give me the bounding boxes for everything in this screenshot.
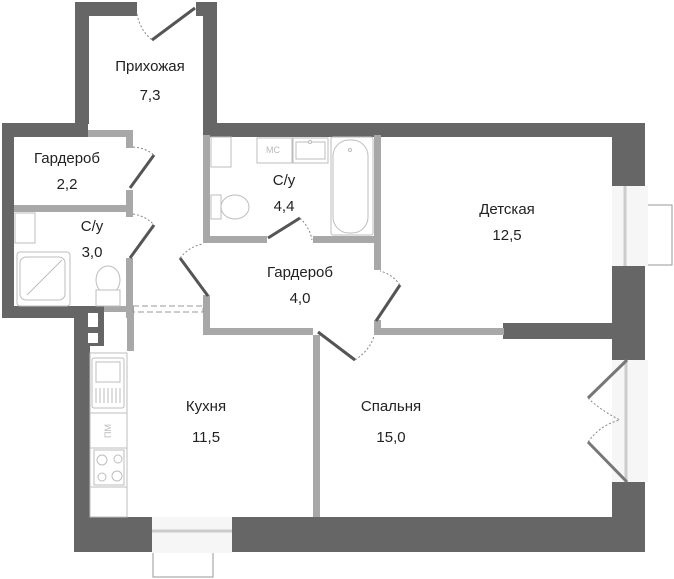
window-kids-room bbox=[612, 186, 648, 266]
room-area: 12,5 bbox=[492, 227, 522, 244]
room-label-wardrobe-small: Гардероб 2,2 bbox=[34, 150, 100, 194]
sink-small-bath bbox=[14, 212, 36, 244]
window-kitchen bbox=[152, 517, 232, 553]
room-name: Спальня bbox=[360, 398, 422, 415]
room-label-bathroom-small: С/у 3,0 bbox=[81, 218, 104, 262]
wardrobe-large-door-left bbox=[178, 257, 210, 297]
room-area: 11,5 bbox=[191, 429, 221, 446]
doors bbox=[128, 6, 629, 484]
bath-large-door bbox=[267, 216, 301, 240]
closet-shelf bbox=[210, 136, 232, 168]
fixtures bbox=[14, 136, 374, 518]
room-name: Кухня bbox=[185, 398, 227, 415]
door-swings bbox=[132, 13, 621, 443]
balcony-kitchen bbox=[152, 553, 214, 578]
bath-small-door bbox=[128, 224, 156, 259]
balcony-door-bottom bbox=[586, 440, 629, 484]
room-area: 15,0 bbox=[376, 429, 406, 446]
washing-machine-label: МС bbox=[266, 145, 280, 155]
room-label-kitchen: Кухня 11,5 bbox=[186, 398, 226, 447]
room-name: Гардероб bbox=[34, 150, 100, 167]
exterior-walls bbox=[2, 2, 645, 552]
room-name: Прихожая bbox=[115, 58, 185, 75]
room-name: С/у bbox=[80, 218, 104, 235]
room-label-hallway: Прихожая 7,3 bbox=[115, 58, 185, 105]
entry-door bbox=[151, 6, 196, 42]
room-label-bathroom-large: С/у 4,4 bbox=[273, 172, 296, 216]
room-area: 3,0 bbox=[81, 244, 103, 261]
dishwasher-label: ПМ bbox=[102, 424, 113, 438]
room-area: 2,2 bbox=[56, 176, 78, 193]
room-name: Детская bbox=[479, 201, 535, 218]
hall-kitchen-divider bbox=[132, 305, 204, 313]
wardrobe-small-door bbox=[128, 154, 156, 189]
bedroom-door bbox=[317, 330, 356, 362]
room-label-bedroom: Спальня 15,0 bbox=[361, 398, 421, 447]
balcony-door-top bbox=[586, 358, 629, 400]
washing-machine bbox=[256, 137, 293, 164]
balcony-kids-room bbox=[648, 204, 673, 266]
wardrobe-large-door-right bbox=[374, 284, 402, 322]
room-area: 7,3 bbox=[139, 87, 161, 104]
toilet-large-bath bbox=[210, 194, 222, 220]
room-area: 4,0 bbox=[289, 290, 311, 307]
room-name: Гардероб bbox=[267, 264, 333, 281]
room-area: 4,4 bbox=[273, 198, 295, 215]
room-label-wardrobe-large: Гардероб 4,0 bbox=[267, 264, 333, 308]
room-name: С/у bbox=[272, 172, 296, 189]
interior-walls bbox=[14, 130, 504, 517]
room-label-kids-room: Детская 12,5 bbox=[479, 201, 535, 245]
